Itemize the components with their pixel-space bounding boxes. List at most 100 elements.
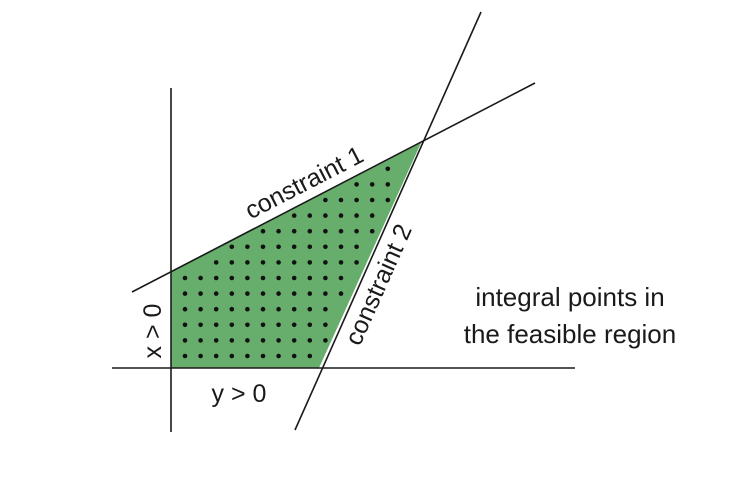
integral-point	[385, 166, 391, 172]
integral-point	[354, 260, 359, 265]
integral-point	[213, 275, 219, 281]
integral-point	[260, 228, 266, 234]
integral-point	[245, 338, 250, 343]
integral-point	[307, 275, 313, 281]
integral-point	[260, 322, 266, 328]
integral-point	[291, 291, 297, 296]
integral-point	[182, 291, 188, 296]
integral-point	[291, 244, 297, 250]
integral-point	[245, 322, 250, 328]
integral-point	[323, 291, 328, 296]
integral-point	[354, 197, 359, 203]
caption-line-2: the feasible region	[464, 319, 676, 349]
integral-point	[354, 182, 359, 187]
integral-point	[245, 291, 250, 296]
integral-point	[291, 213, 297, 218]
integral-point	[291, 306, 297, 312]
integral-point	[323, 260, 328, 265]
integral-point	[182, 338, 188, 343]
integral-point	[338, 197, 344, 203]
integral-point	[307, 338, 313, 343]
integral-point	[291, 260, 297, 265]
integral-point	[354, 228, 359, 234]
caption-line-1: integral points in	[475, 282, 664, 312]
y-constraint-label: y > 0	[212, 380, 267, 408]
integral-point	[291, 322, 297, 328]
integral-point	[213, 322, 219, 328]
integral-point	[307, 228, 313, 234]
integral-point	[229, 338, 235, 343]
integral-point	[182, 275, 188, 281]
integral-point	[198, 306, 203, 312]
integral-point	[276, 306, 281, 312]
integral-point	[260, 291, 266, 296]
integral-point	[229, 291, 235, 296]
integral-point	[307, 260, 313, 265]
integral-point	[323, 275, 328, 281]
integral-point	[276, 244, 281, 250]
integral-point	[323, 322, 328, 328]
integral-point	[323, 213, 328, 218]
integral-point	[338, 213, 344, 218]
integral-point	[229, 306, 235, 312]
integral-point	[276, 228, 281, 234]
integral-point	[198, 338, 203, 343]
integral-point	[323, 197, 328, 203]
integral-point	[260, 244, 266, 250]
integral-point	[182, 322, 188, 328]
integral-point	[338, 228, 344, 234]
integral-point	[182, 353, 188, 359]
integral-point	[245, 353, 250, 359]
integral-point	[213, 353, 219, 359]
integral-point	[307, 244, 313, 250]
integral-point	[229, 275, 235, 281]
integral-point	[213, 306, 219, 312]
integral-point	[291, 338, 297, 343]
integral-point	[307, 306, 313, 312]
integral-point	[260, 338, 266, 343]
integral-point	[276, 275, 281, 281]
integral-point	[229, 244, 235, 250]
integral-point	[307, 291, 313, 296]
integral-point	[229, 353, 235, 359]
integral-point	[354, 213, 359, 218]
integral-point	[229, 322, 235, 328]
integral-point	[338, 275, 344, 281]
constraint-1-line	[131, 82, 536, 293]
integral-point	[354, 244, 359, 250]
integral-point	[260, 275, 266, 281]
integral-points	[182, 166, 391, 359]
integral-point	[291, 228, 297, 234]
integral-point	[198, 291, 203, 296]
integral-point	[276, 322, 281, 328]
integral-point	[307, 213, 313, 218]
integral-point	[213, 291, 219, 296]
integral-point	[213, 260, 219, 265]
integral-point	[338, 291, 344, 296]
integral-point	[245, 244, 250, 250]
integral-point	[182, 306, 188, 312]
integral-point	[276, 338, 281, 343]
integral-point	[307, 322, 313, 328]
integral-point	[369, 213, 375, 218]
integral-point	[323, 306, 328, 312]
integral-point	[338, 244, 344, 250]
integral-point	[276, 353, 281, 359]
integral-point	[323, 338, 328, 343]
integral-point	[245, 275, 250, 281]
integral-point	[229, 260, 235, 265]
integral-point	[291, 353, 297, 359]
integral-point	[245, 306, 250, 312]
integral-point	[276, 260, 281, 265]
integral-point	[260, 353, 266, 359]
integral-point	[213, 338, 219, 343]
integral-point	[369, 228, 375, 234]
integral-point	[198, 275, 203, 281]
integral-point	[260, 260, 266, 265]
integral-point	[198, 353, 203, 359]
integral-point	[291, 275, 297, 281]
constraint-2-line	[294, 11, 482, 431]
integral-point	[245, 260, 250, 265]
integral-point	[276, 291, 281, 296]
